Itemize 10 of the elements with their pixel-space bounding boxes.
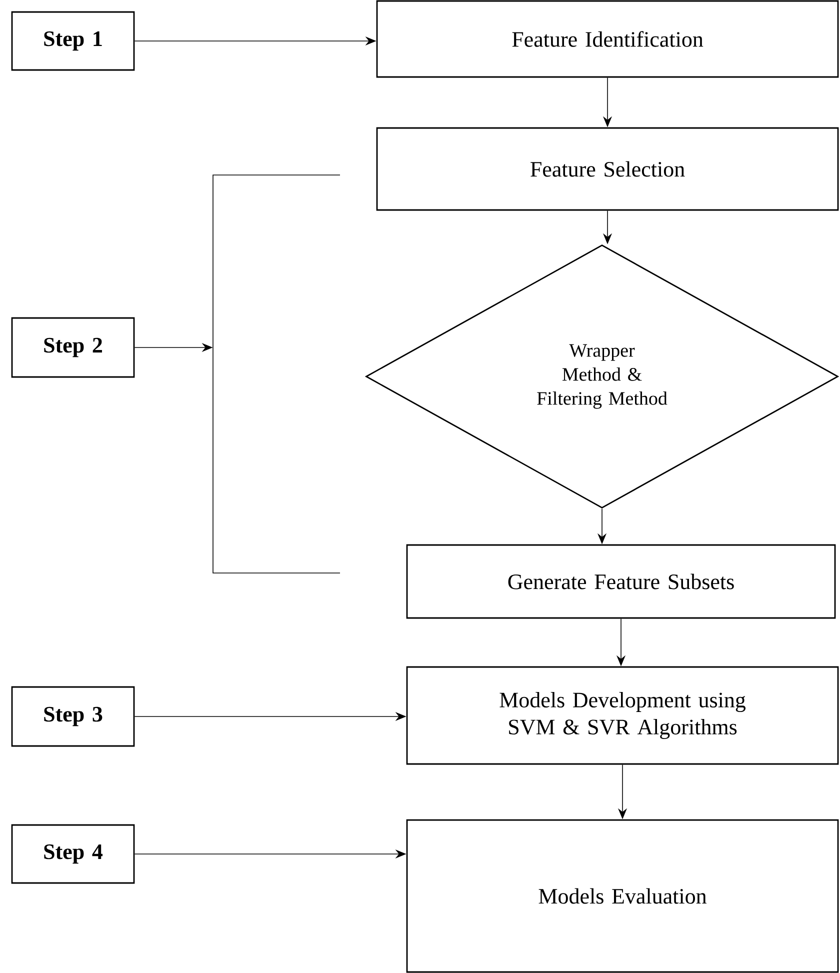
process-box: Feature Identification xyxy=(376,0,839,78)
process-box: Feature Selection xyxy=(376,127,839,211)
bracket xyxy=(212,174,340,574)
process-box: Generate Feature Subsets xyxy=(406,544,836,619)
step-box: Step 1 xyxy=(11,11,135,71)
step-box: Step 2 xyxy=(11,317,135,378)
process-box: Models Development using SVM & SVR Algorithms xyxy=(406,666,839,765)
process-box: Models Evaluation xyxy=(406,819,839,973)
step-box: Step 3 xyxy=(11,686,135,747)
step-box: Step 4 xyxy=(11,824,135,884)
